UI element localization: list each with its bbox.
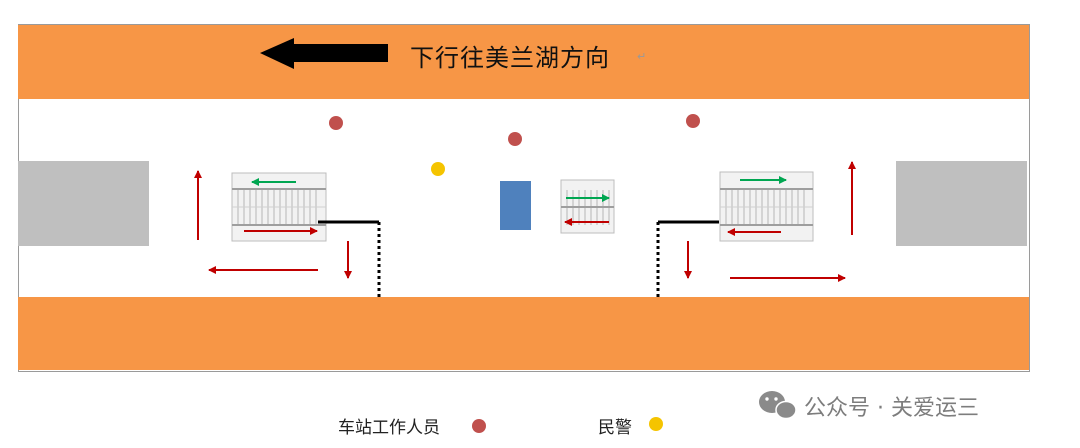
- right-stair-block: [896, 161, 1027, 246]
- escalator-right: [719, 171, 814, 242]
- wechat-icon: [759, 391, 797, 420]
- platform-band-bottom: [18, 297, 1029, 370]
- legend-staff-dot: [472, 419, 486, 433]
- watermark-text: 公众号 · 关爱运三: [804, 396, 979, 421]
- staff-marker: [508, 132, 522, 146]
- direction-arrow-icon: [260, 38, 388, 69]
- paragraph-mark: ↵: [637, 50, 647, 63]
- legend-police-label: 民警: [598, 418, 632, 438]
- center-gate-block: [500, 181, 531, 230]
- platform-band-top: [18, 25, 1029, 99]
- direction-label: 下行往美兰湖方向: [410, 44, 610, 72]
- escalator-left: [231, 172, 327, 242]
- right-barrier: [656, 220, 719, 298]
- escalator-center: [560, 179, 615, 234]
- staff-marker: [329, 116, 343, 130]
- left-barrier: [318, 220, 381, 298]
- police-marker: [431, 162, 445, 176]
- legend-police-dot: [649, 417, 663, 431]
- legend-staff-label: 车站工作人员: [338, 418, 440, 438]
- left-stair-block: [18, 161, 149, 246]
- staff-marker: [686, 114, 700, 128]
